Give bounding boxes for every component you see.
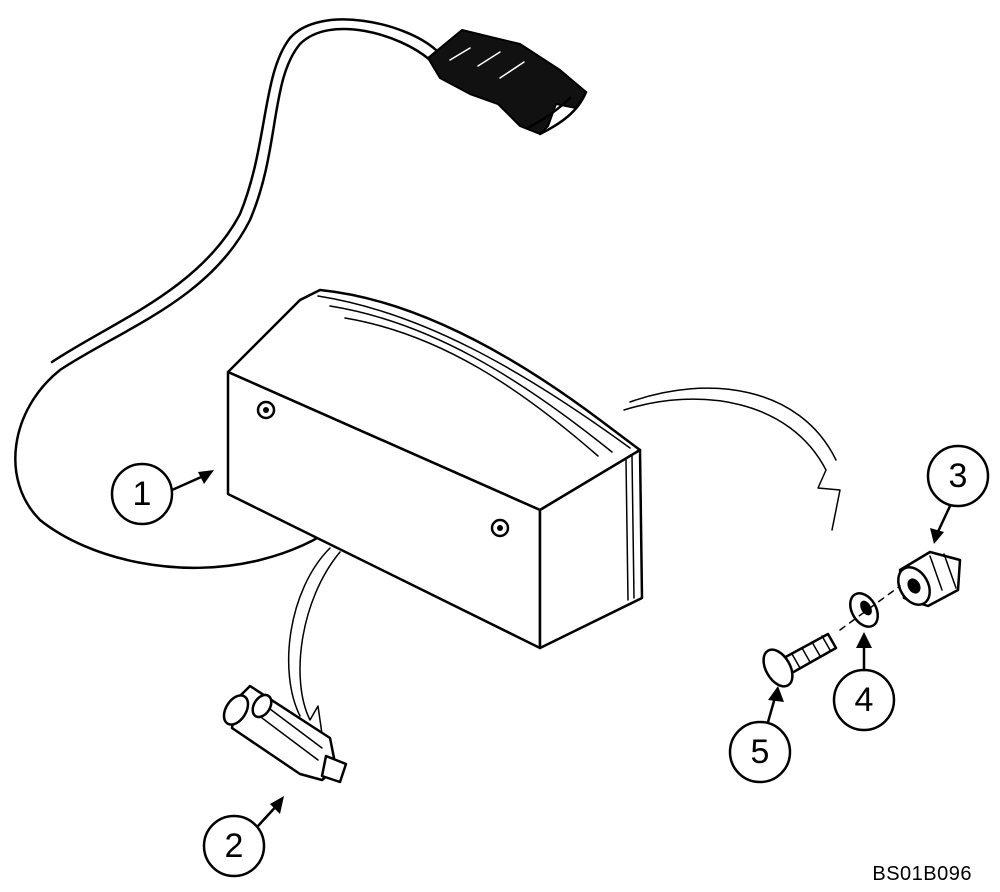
assembly-arrow-hardware [623, 387, 841, 531]
assembly-arrow-bulb [287, 547, 341, 749]
callout-5: 5 [728, 686, 792, 784]
assembly-centerline [839, 585, 901, 631]
svg-text:2: 2 [225, 827, 244, 865]
svg-text:4: 4 [855, 681, 874, 719]
screw [762, 632, 838, 688]
callout-3: 3 [926, 444, 990, 544]
callout-2: 2 [202, 796, 284, 878]
nut [897, 550, 962, 608]
reference-code: BS01B096 [872, 863, 972, 885]
electrical-connector [427, 29, 588, 136]
callout-4: 4 [832, 632, 896, 732]
callout-1: 1 [110, 462, 214, 526]
lock-washer [849, 592, 879, 628]
wire-harness [14, 18, 438, 570]
lamp-housing [226, 288, 644, 650]
svg-text:3: 3 [949, 457, 968, 495]
svg-text:5: 5 [751, 733, 770, 771]
svg-text:1: 1 [133, 475, 152, 513]
bulb [222, 684, 348, 784]
